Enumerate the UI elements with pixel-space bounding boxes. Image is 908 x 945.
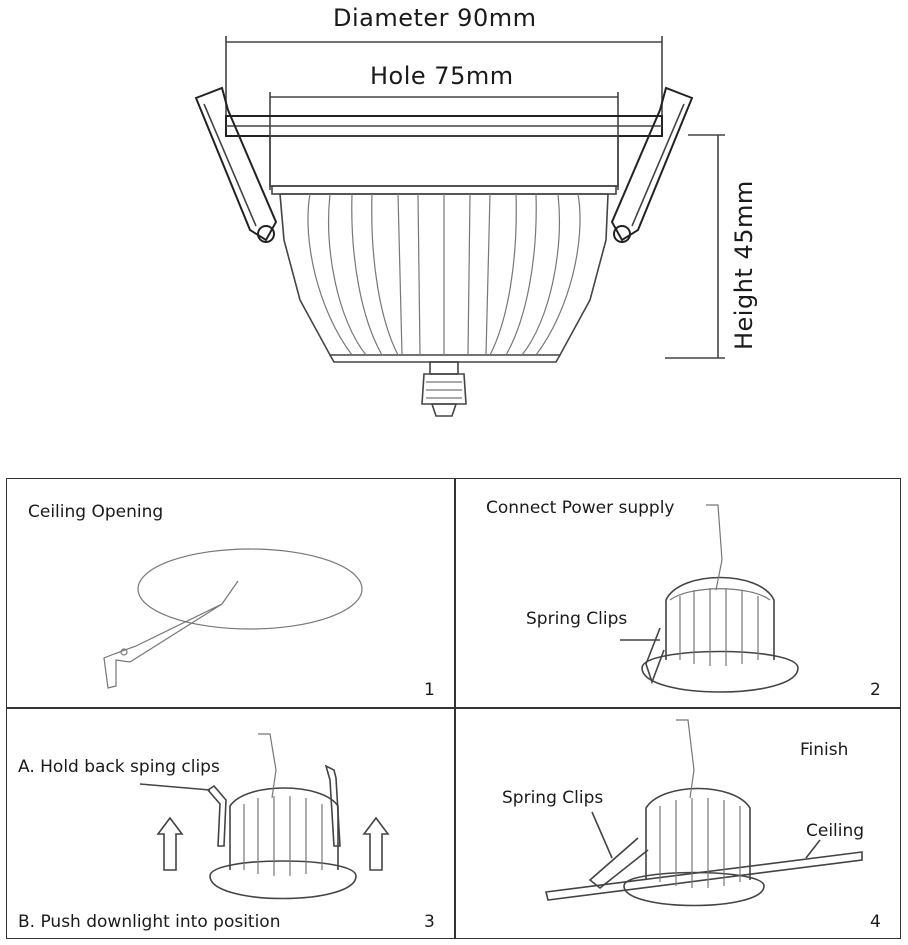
step-1-label: Ceiling Opening [28,502,164,522]
step-1-panel [6,478,456,709]
step-4-number: 4 [870,912,881,932]
step-3-number: 3 [424,912,435,932]
downlight-dimension-drawing [194,36,725,417]
push-up-arrow-right [362,816,390,871]
step-2-panel [454,478,901,709]
step-4-downlight [545,719,863,907]
height-dimension-line [665,134,725,359]
diameter-label: Diameter 90mm [333,4,537,32]
step-1-number: 1 [424,680,435,700]
step-4-ceiling-label: Ceiling [806,821,865,841]
step-2-spring-clips-label: Spring Clips [526,609,628,629]
step-4-panel [454,707,901,939]
ceiling-opening-drawing [103,548,363,689]
hole-label: Hole 75mm [370,62,514,90]
push-up-arrow-left [156,816,184,871]
step-2-label: Connect Power supply [486,498,675,518]
cable-gland [421,361,467,417]
step-3-label-a: A. Hold back sping clips [18,757,220,777]
spring-clip-left [194,86,278,243]
spring-clip-right [610,86,694,243]
step-4-spring-clips-label: Spring Clips [502,788,604,808]
step-2-downlight [620,504,799,693]
step-4-finish-label: Finish [800,740,849,760]
step-3-label-b: B. Push downlight into position [18,912,281,932]
heat-sink-body [279,193,609,363]
step-3-downlight [139,733,357,900]
step-2-number: 2 [870,680,881,700]
step-3-panel [6,707,456,939]
